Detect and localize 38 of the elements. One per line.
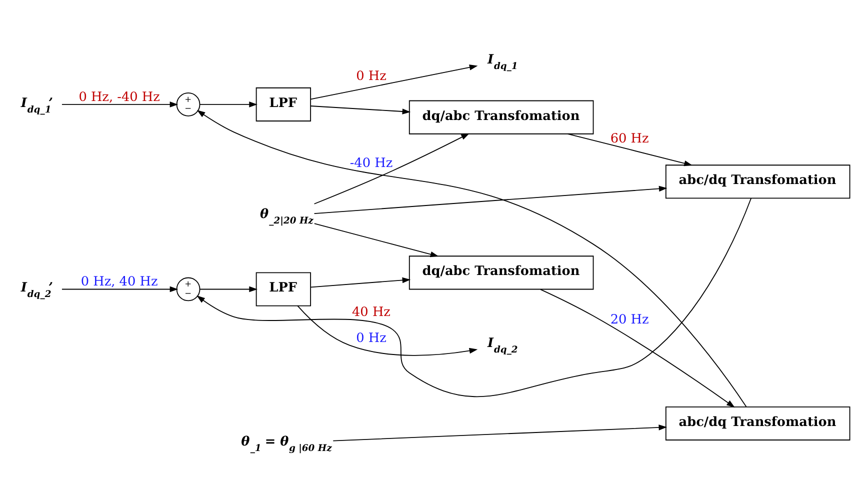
edge-label: 0 Hz xyxy=(356,330,386,346)
node-box: abc/dq Transfomation xyxy=(665,164,850,199)
node-text: I$_{dq_1}$’ xyxy=(20,96,54,116)
node-text: I$_{dq_1}$ xyxy=(488,52,518,72)
arrow xyxy=(62,102,178,108)
node-text: θ$_{_2|20 Hz}$ xyxy=(260,207,314,227)
node-box: LPF xyxy=(256,87,312,122)
arrow xyxy=(310,64,478,100)
edge-label: 0 Hz, -40 Hz xyxy=(78,90,160,105)
arrow xyxy=(62,286,178,292)
arrow xyxy=(199,286,258,292)
node-box: dq/abc Transfomation xyxy=(408,100,594,134)
arrow xyxy=(314,133,470,204)
arrow xyxy=(196,110,747,408)
arrow xyxy=(310,106,411,114)
arrow xyxy=(332,424,668,442)
arrow xyxy=(540,288,735,408)
node-circle: + − xyxy=(176,92,200,116)
edge-label: 60 Hz xyxy=(610,131,649,146)
arrow xyxy=(567,133,692,166)
node-box: dq/abc Transfomation xyxy=(408,256,594,290)
edge-label: 20 Hz xyxy=(610,312,649,328)
arrow xyxy=(297,305,478,356)
node-circle: + − xyxy=(176,277,200,302)
arrow xyxy=(199,102,258,108)
arrow xyxy=(310,277,411,288)
edge-label: 40 Hz xyxy=(352,305,390,320)
node-text: I$_{dq_2}$’ xyxy=(20,280,54,300)
node-box: abc/dq Transfomation xyxy=(665,406,850,440)
node-box: LPF xyxy=(256,272,312,306)
node-text: θ$_{_1}$ = θ$_{g |60 Hz}$ xyxy=(241,434,332,454)
node-text: I$_{dq_2}$ xyxy=(488,336,518,356)
edge-label: -40 Hz xyxy=(350,156,393,172)
arrow xyxy=(314,223,439,258)
edge-label: 0 Hz xyxy=(356,68,386,84)
edge-label: 0 Hz, 40 Hz xyxy=(80,274,158,290)
arrow xyxy=(196,198,752,397)
arrow xyxy=(314,186,668,214)
